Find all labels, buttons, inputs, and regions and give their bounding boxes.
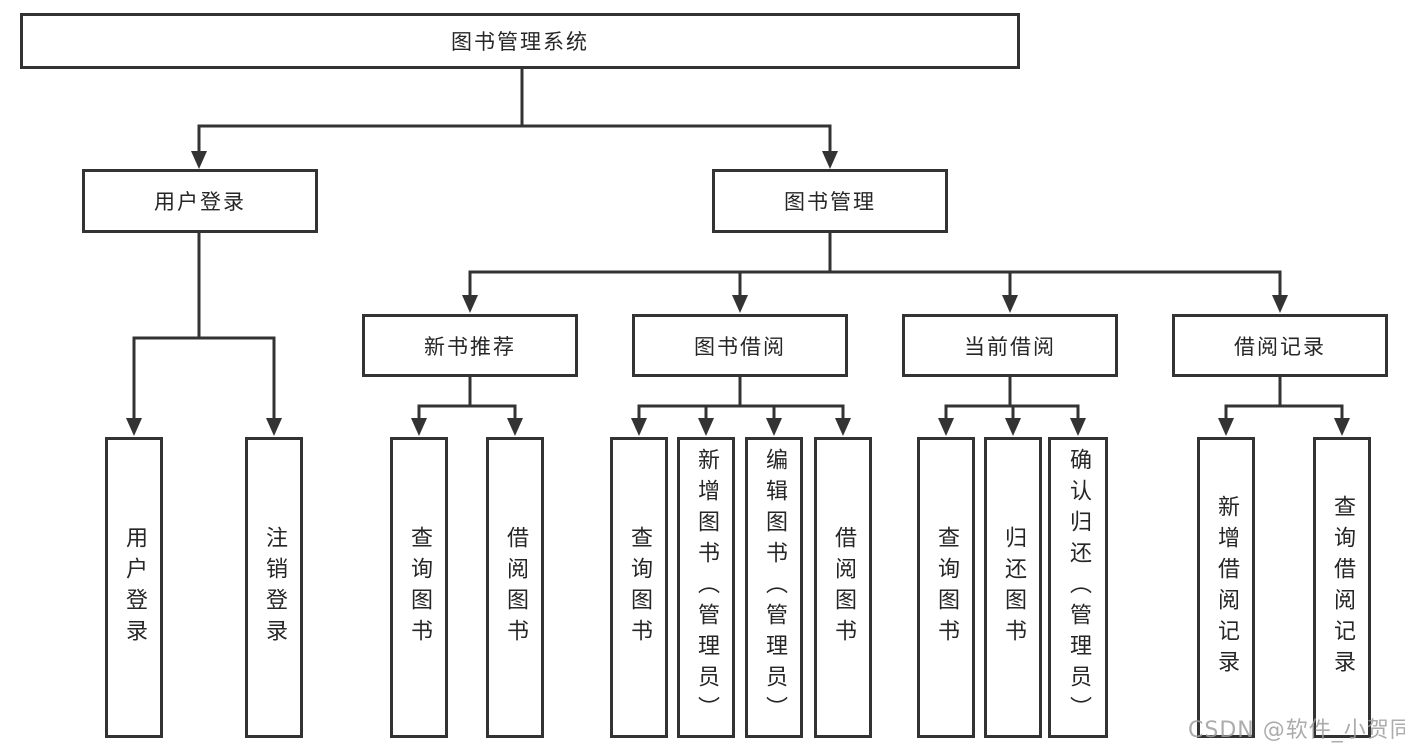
leaf-query-books-3: 查询图书 bbox=[917, 437, 975, 738]
leaf-borrow-books-2: 借阅图书 bbox=[814, 437, 872, 738]
connector-book-borrow-group bbox=[631, 376, 851, 436]
connector-current-borrow-group bbox=[938, 376, 1086, 436]
leaf-logout: 注销登录 bbox=[245, 437, 303, 738]
connector-borrow-record-group bbox=[1218, 376, 1350, 436]
connector-user-login-to-leaves bbox=[126, 233, 282, 436]
leaf-query-books-1: 查询图书 bbox=[390, 437, 448, 738]
leaf-confirm-return-admin: 确认归还（管理员） bbox=[1048, 437, 1108, 738]
leaf-add-book-admin: 新增图书（管理员） bbox=[677, 437, 735, 738]
node-borrowing-records: 借阅记录 bbox=[1172, 314, 1388, 377]
leaf-return-book: 归还图书 bbox=[984, 437, 1042, 738]
node-user-login-branch: 用户登录 bbox=[82, 169, 318, 233]
leaf-edit-book-admin: 编辑图书（管理员） bbox=[745, 437, 803, 738]
leaf-add-borrow-record: 新增借阅记录 bbox=[1197, 437, 1255, 738]
connector-new-book-group bbox=[411, 376, 523, 436]
csdn-watermark: CSDN @软件_小贺同学 bbox=[1188, 718, 1405, 743]
leaf-borrow-books-1: 借阅图书 bbox=[486, 437, 544, 738]
connector-book-mgmt-to-level3 bbox=[462, 233, 1288, 313]
node-new-book-recommend: 新书推荐 bbox=[362, 314, 578, 377]
leaf-query-books-2: 查询图书 bbox=[610, 437, 668, 738]
node-current-borrowing: 当前借阅 bbox=[902, 314, 1118, 377]
leaf-query-borrow-record: 查询借阅记录 bbox=[1313, 437, 1371, 738]
node-root-system: 图书管理系统 bbox=[20, 13, 1020, 69]
node-book-borrowing: 图书借阅 bbox=[632, 314, 848, 377]
node-book-management-branch: 图书管理 bbox=[712, 169, 948, 233]
leaf-user-login: 用户登录 bbox=[105, 437, 163, 738]
connector-root-to-level2 bbox=[191, 68, 838, 169]
